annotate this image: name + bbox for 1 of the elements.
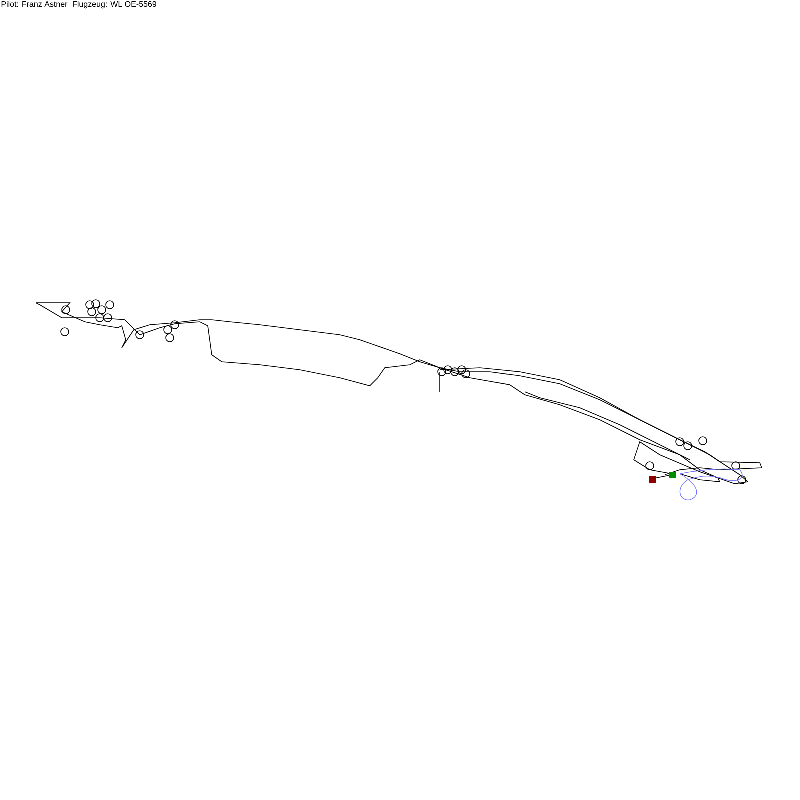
header-text: Pilot: Franz Astner Flugzeug: WL OE-5569 bbox=[2, 1, 156, 9]
